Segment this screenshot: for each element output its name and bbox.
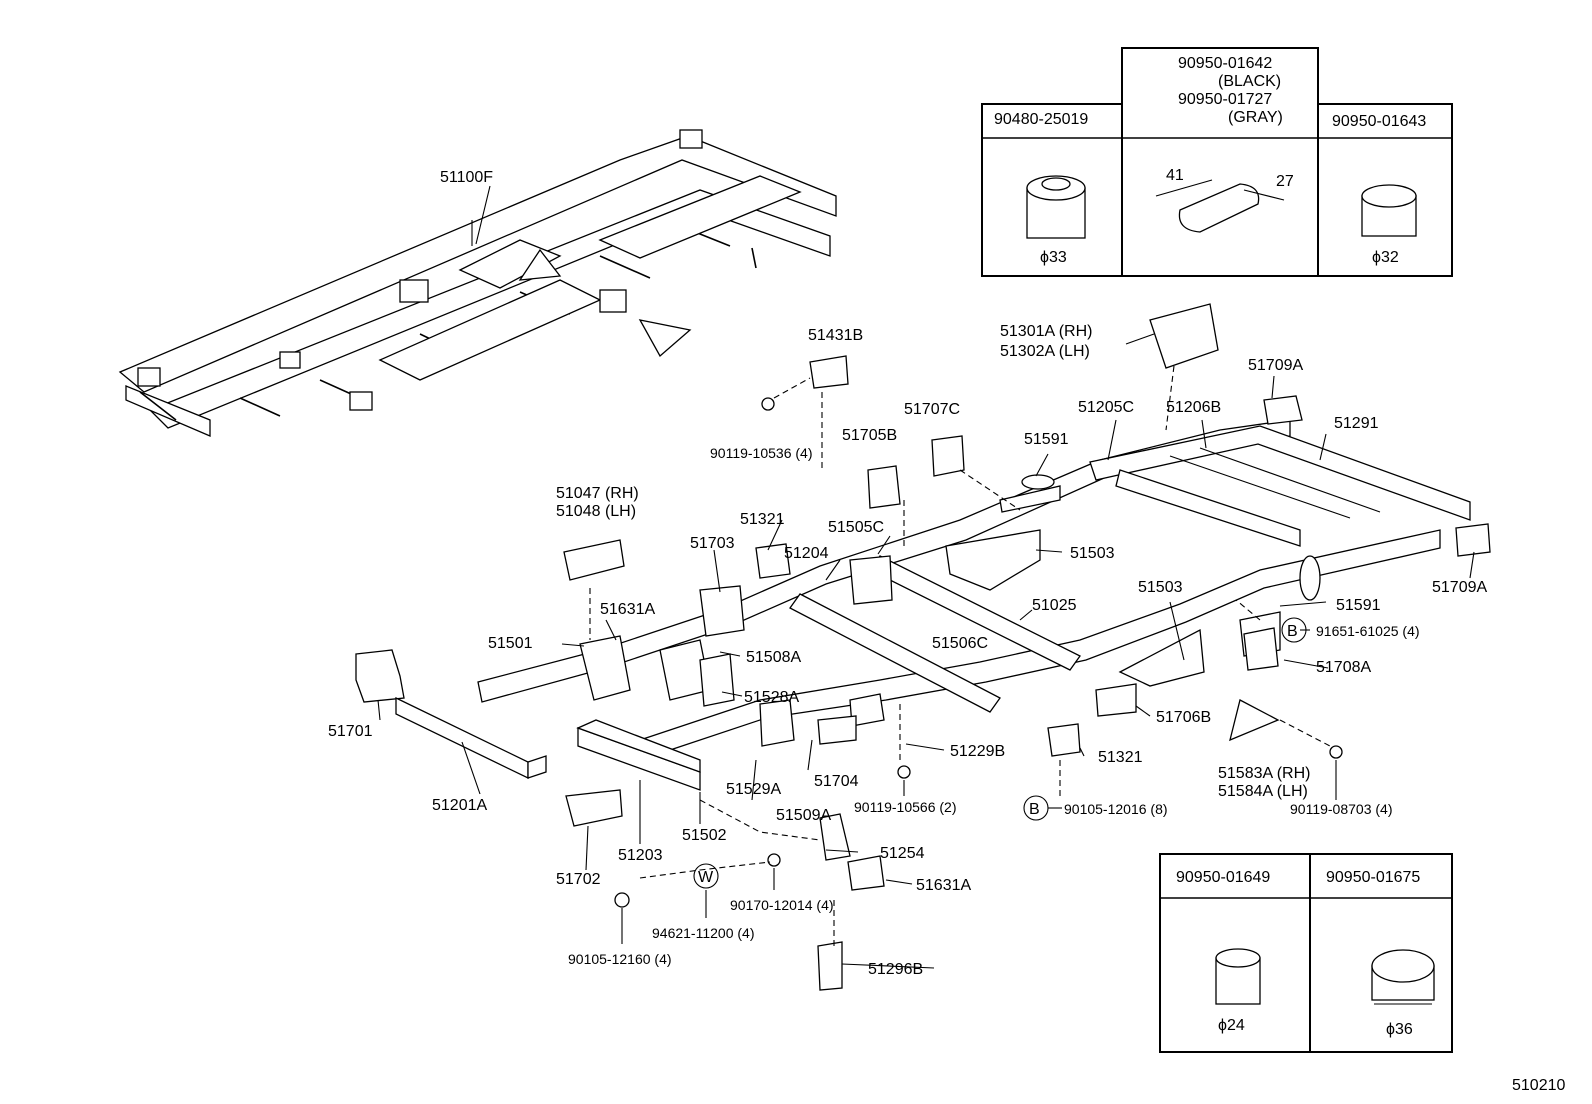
ref-dim-phi24: ϕ24 (1218, 1017, 1245, 1034)
label-90119-10536: 90119-10536 (4) (710, 445, 812, 461)
diagram-id: 510210 (1512, 1077, 1565, 1094)
ref-part-90950-01675: 90950-01675 (1326, 869, 1420, 886)
plug-36-icon (1371, 949, 1435, 1005)
label-51503-mid: 51503 (1138, 579, 1183, 596)
label-51703: 51703 (690, 535, 735, 552)
ref-dim-phi33: ϕ33 (1040, 249, 1067, 266)
label-94621-11200: 94621-11200 (4) (652, 925, 754, 941)
label-51296B: 51296B (868, 961, 923, 978)
ref-dim-41: 41 (1166, 167, 1184, 184)
label-51704: 51704 (814, 773, 859, 790)
label-91651-61025: 91651-61025 (4) (1316, 623, 1420, 639)
plug-33-icon (1026, 175, 1086, 239)
ref-part-90950-01643: 90950-01643 (1332, 113, 1426, 130)
ref-color-gray: (GRAY) (1228, 109, 1283, 126)
circle-markers: B B W (693, 617, 1307, 889)
marker-b-lower: B (1029, 801, 1040, 818)
label-51707C: 51707C (904, 401, 960, 418)
ref-part-90480-25019: 90480-25019 (994, 111, 1088, 128)
label-90119-10566: 90119-10566 (2) (854, 799, 956, 815)
label-51048: 51048 (LH) (556, 503, 636, 520)
leader-lines (377, 185, 1475, 969)
label-51503-top: 51503 (1070, 545, 1115, 562)
plug-32-icon (1361, 184, 1417, 237)
label-51201A: 51201A (432, 797, 487, 814)
label-51705B: 51705B (842, 427, 897, 444)
label-51302A: 51302A (LH) (1000, 343, 1090, 360)
label-51506C: 51506C (932, 635, 988, 652)
label-51631A-top: 51631A (600, 601, 655, 618)
label-51505C: 51505C (828, 519, 884, 536)
plug-24-icon (1215, 948, 1261, 1005)
label-51702: 51702 (556, 871, 601, 888)
label-51502: 51502 (682, 827, 727, 844)
label-51706B: 51706B (1156, 709, 1211, 726)
ref-box-90950-01642 (1121, 47, 1319, 277)
label-51591-top: 51591 (1024, 431, 1069, 448)
marker-w: W (698, 869, 714, 886)
label-90105-12016: 90105-12016 (8) (1064, 801, 1168, 817)
label-51205C: 51205C (1078, 399, 1134, 416)
ref-color-black: (BLACK) (1218, 73, 1281, 90)
label-51501: 51501 (488, 635, 533, 652)
exploded-frame-drawing (355, 303, 1491, 991)
label-51508A: 51508A (746, 649, 801, 666)
label-51591-mid: 51591 (1336, 597, 1381, 614)
ref-part-90950-01649: 90950-01649 (1176, 869, 1270, 886)
ref-box-group-bottom: 90950-01649 90950-01675 ϕ24 ϕ36 (1159, 853, 1453, 1053)
label-51701: 51701 (328, 723, 373, 740)
label-51321-bottom: 51321 (1098, 749, 1143, 766)
label-51708A: 51708A (1316, 659, 1371, 676)
ref-dim-27: 27 (1276, 173, 1294, 190)
label-51229B: 51229B (950, 743, 1005, 760)
label-90105-12160: 90105-12160 (4) (568, 951, 672, 967)
ref-dim-phi32: ϕ32 (1372, 249, 1399, 266)
label-51203: 51203 (618, 847, 663, 864)
label-51291: 51291 (1334, 415, 1379, 432)
label-51206B: 51206B (1166, 399, 1221, 416)
label-51509A: 51509A (776, 807, 831, 824)
label-51528A: 51528A (744, 689, 799, 706)
part-labels: 51431B 90119-10536 (4) 51301A (RH) 51302… (328, 323, 1487, 978)
label-51709A-right: 51709A (1432, 579, 1487, 596)
ref-part-90950-01727: 90950-01727 (1178, 91, 1272, 108)
label-51100F: 51100F (440, 169, 493, 186)
label-51584A: 51584A (LH) (1218, 783, 1308, 800)
label-51709A-top: 51709A (1248, 357, 1303, 374)
ref-box-group-top: 90480-25019 90950-01642 (BLACK) 90950-01… (981, 47, 1453, 277)
label-51529A: 51529A (726, 781, 781, 798)
label-51204: 51204 (784, 545, 829, 562)
marker-b-upper: B (1287, 623, 1298, 640)
oval-plug-icon (1155, 179, 1285, 233)
ref-dim-phi36: ϕ36 (1386, 1021, 1413, 1038)
label-51301A: 51301A (RH) (1000, 323, 1093, 340)
label-51321-top: 51321 (740, 511, 785, 528)
label-51254: 51254 (880, 845, 925, 862)
label-51631A-bottom: 51631A (916, 877, 971, 894)
label-51583A: 51583A (RH) (1218, 765, 1311, 782)
assembled-frame-drawing (118, 129, 837, 437)
label-51025: 51025 (1032, 597, 1077, 614)
label-51047: 51047 (RH) (556, 485, 639, 502)
label-90170-12014: 90170-12014 (4) (730, 897, 834, 913)
ref-part-90950-01642: 90950-01642 (1178, 55, 1272, 72)
label-51431B: 51431B (808, 327, 863, 344)
ref-box-90950-01675 (1309, 853, 1453, 1053)
label-90119-08703: 90119-08703 (4) (1290, 801, 1392, 817)
